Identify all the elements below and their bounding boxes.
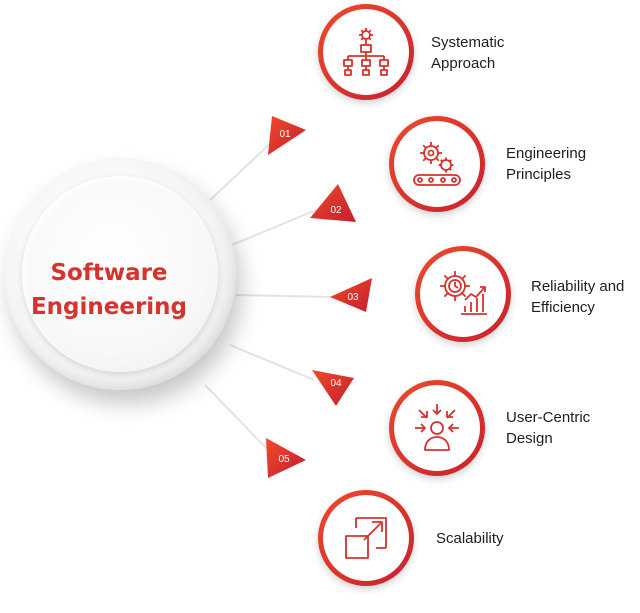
hierarchy-gear-icon <box>343 28 389 76</box>
label-engineering-principles: Engineering Principles <box>506 143 586 185</box>
number-marker-04-text: 04 <box>330 378 342 389</box>
center-hub-face <box>22 176 218 372</box>
label-line2: Principles <box>506 166 572 183</box>
node-engineering-principles <box>389 116 485 212</box>
expand-box-icon <box>345 517 387 559</box>
connector-line-04 <box>229 344 315 381</box>
number-marker-03: 03 <box>330 278 372 312</box>
node-face <box>394 121 480 207</box>
center-title-line1: Software <box>50 260 168 286</box>
number-marker-01-text: 01 <box>279 129 291 140</box>
user-focus-icon <box>415 404 459 451</box>
label-line2: Efficiency <box>531 299 595 316</box>
number-marker-02: 02 <box>310 184 356 222</box>
label-line2: Design <box>506 430 553 447</box>
label-line1: Systematic <box>431 34 505 51</box>
number-marker-05: 05 <box>266 438 306 478</box>
node-reliability-efficiency <box>415 246 511 342</box>
connector-line-01 <box>209 141 273 201</box>
number-marker-02-text: 02 <box>330 205 342 216</box>
center-title: Software Engineering <box>4 256 214 324</box>
node-face <box>394 385 480 471</box>
label-systematic-approach: Systematic Approach <box>431 32 504 74</box>
label-scalability: Scalability <box>436 528 504 549</box>
connector-line-03 <box>235 294 333 298</box>
gears-conveyor-icon <box>413 142 461 186</box>
node-systematic-approach <box>318 4 414 100</box>
label-user-centric-design: User-Centric Design <box>506 407 590 449</box>
connector-line-05 <box>204 384 271 453</box>
label-line2: Approach <box>431 55 496 72</box>
gear-clock-growth-icon <box>440 271 487 315</box>
center-hub: Software Engineering <box>4 158 236 390</box>
label-line1: Scalability <box>436 530 504 547</box>
number-marker-05-text: 05 <box>278 454 290 465</box>
node-user-centric-design <box>389 380 485 476</box>
label-line1: Reliability and <box>531 278 625 295</box>
label-line1: User-Centric <box>506 409 591 426</box>
connector-line-02 <box>231 209 317 246</box>
number-marker-04: 04 <box>312 370 354 406</box>
node-scalability <box>318 490 414 586</box>
label-line1: Engineering <box>506 145 587 162</box>
center-title-line2: Engineering <box>30 294 188 320</box>
number-marker-01: 01 <box>268 116 306 155</box>
number-marker-03-text: 03 <box>347 292 359 303</box>
label-reliability-efficiency: Reliability and Efficiency <box>531 276 624 318</box>
